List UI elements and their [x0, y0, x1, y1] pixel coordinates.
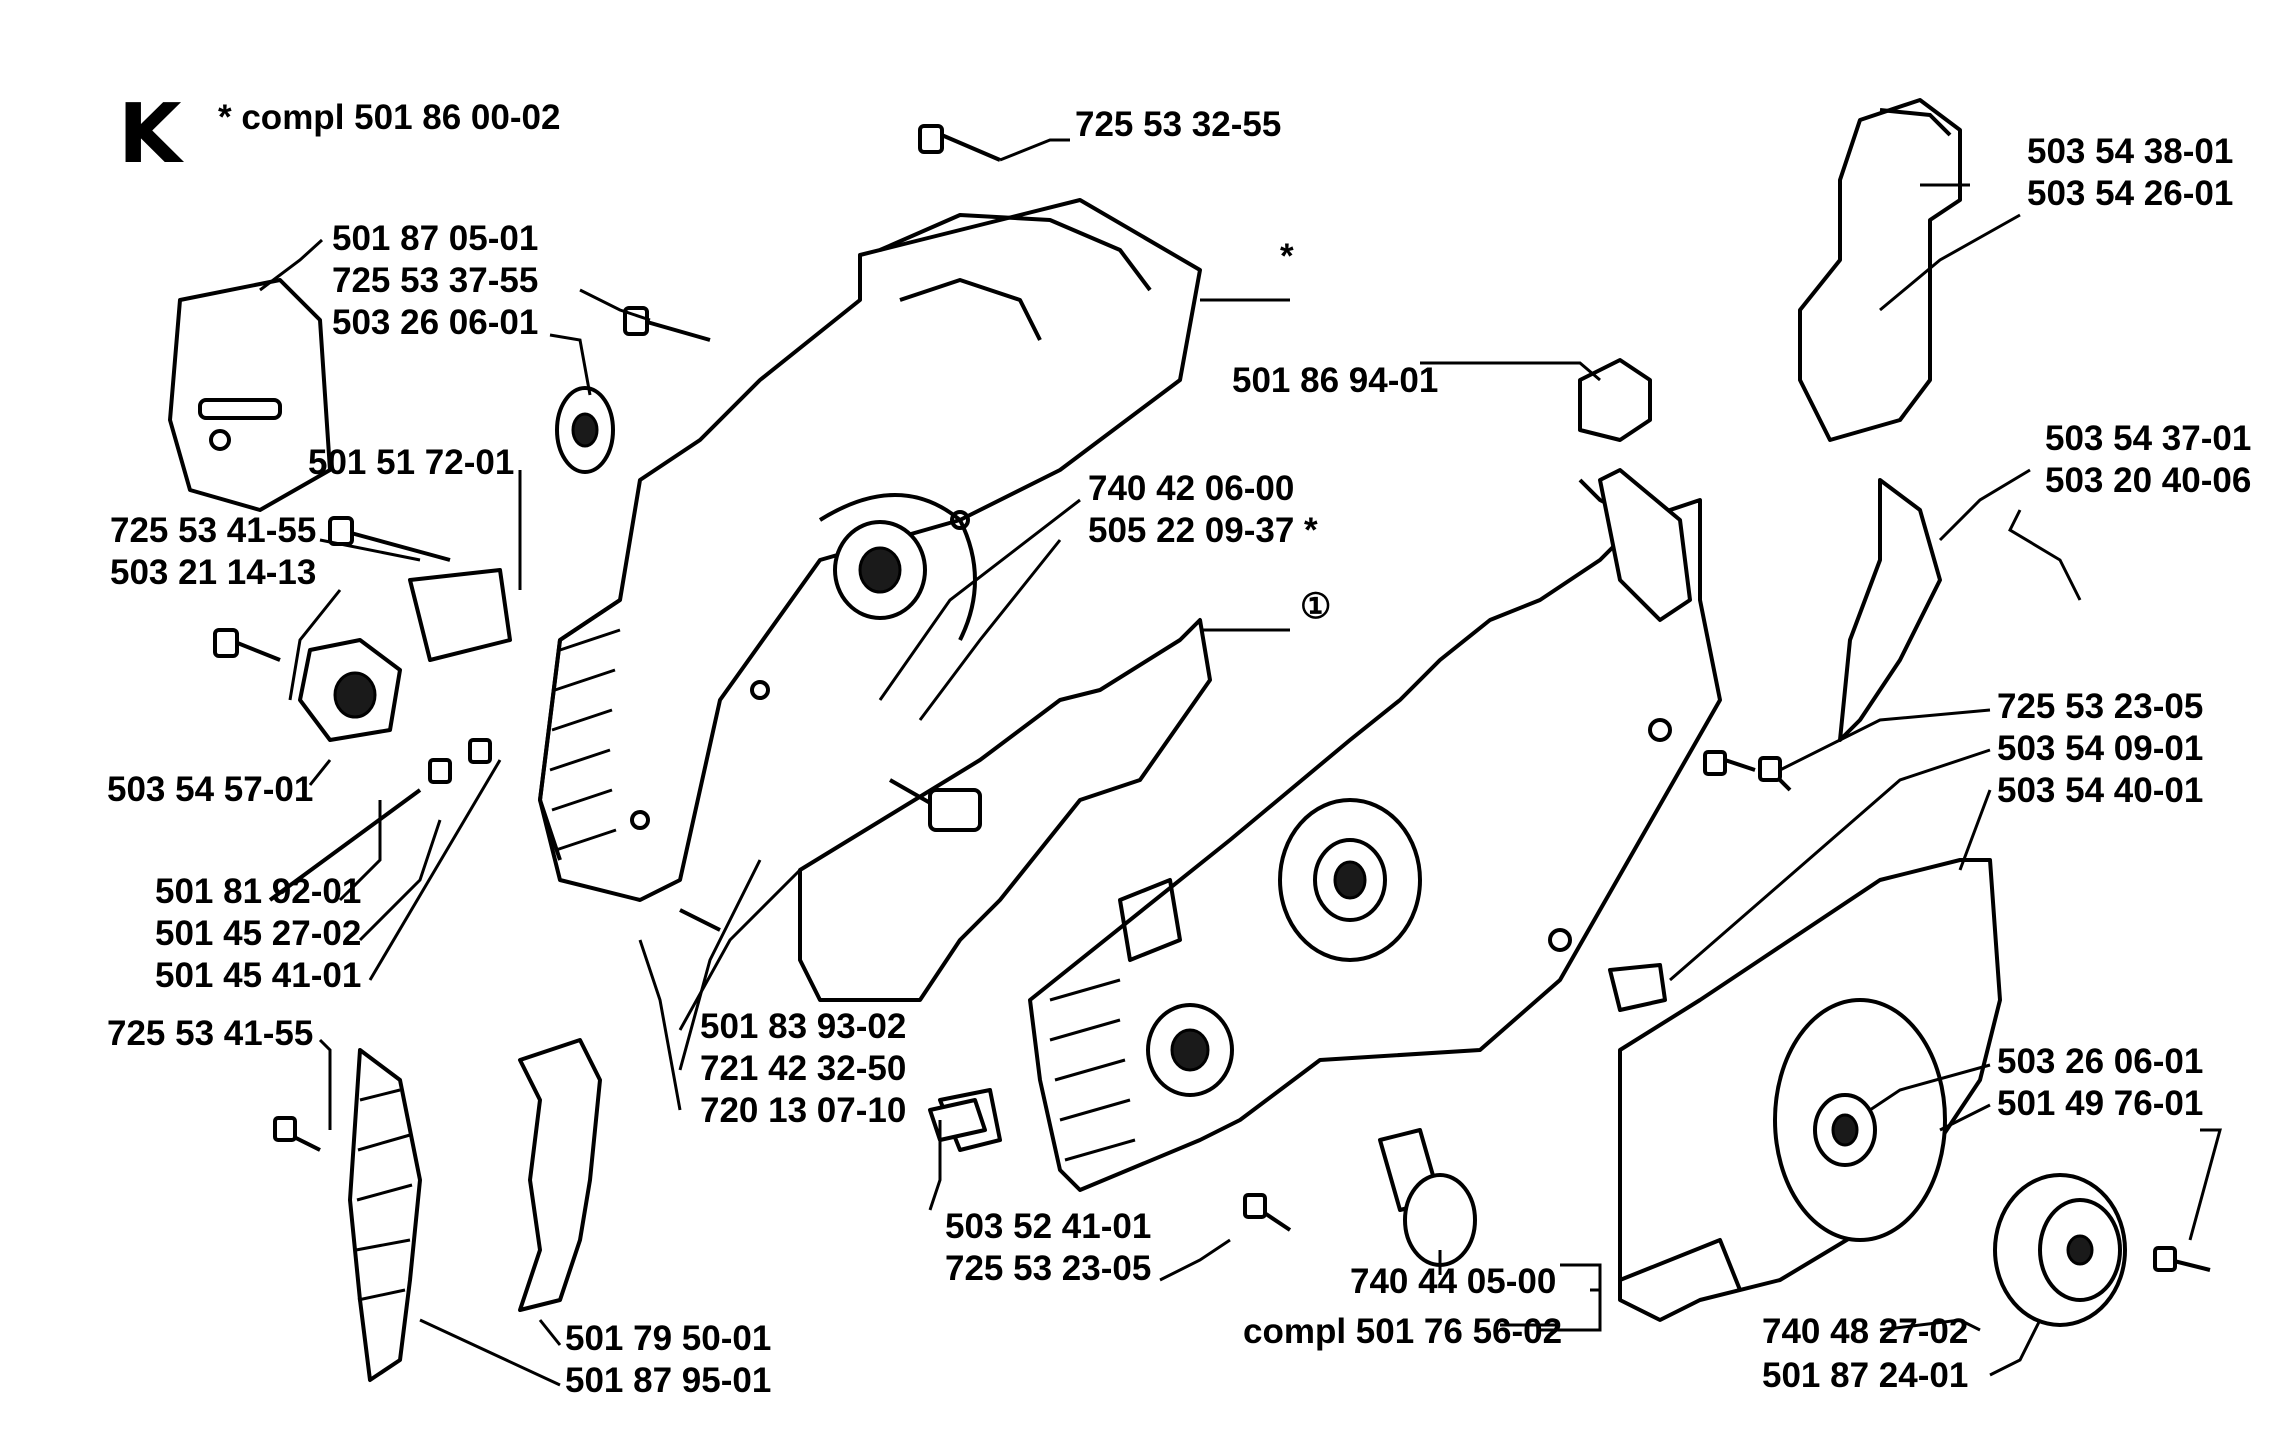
label-503-21-14-13: 503 21 14-13 [110, 553, 316, 592]
label-503-54-26-01: 503 54 26-01 [2027, 174, 2233, 213]
guard-plate [168, 278, 332, 512]
label-503-54-09-01: 503 54 09-01 [1997, 729, 2203, 768]
label-star-top: * [1280, 237, 1294, 276]
label-501-87-05-01: 501 87 05-01 [332, 219, 538, 258]
label-725-53-32-55: 725 53 32-55 [1075, 105, 1281, 144]
label-725-53-37-55: 725 53 37-55 [332, 261, 538, 300]
label-503-54-37-01: 503 54 37-01 [2045, 419, 2251, 458]
label-740-48-27-02: 740 48 27-02 [1762, 1312, 1968, 1351]
label-compl-501-76-56-02: compl 501 76 56-02 [1243, 1312, 1562, 1351]
label-501-45-41-01: 501 45 41-01 [155, 956, 361, 995]
label-721-42-32-50: 721 42 32-50 [700, 1049, 906, 1088]
label-501-83-93-02: 501 83 93-02 [700, 1007, 906, 1046]
chain-guard [518, 1038, 602, 1312]
label-720-13-07-10: 720 13 07-10 [700, 1091, 906, 1130]
header-note: * compl 501 86 00-02 [218, 98, 560, 137]
label-503-26-06-01-b: 503 26 06-01 [1997, 1042, 2203, 1081]
label-501-79-50-01: 501 79 50-01 [565, 1319, 771, 1358]
label-501-81-92-01: 501 81 92-01 [155, 872, 361, 911]
label-740-42-06-00: 740 42 06-00 [1088, 469, 1294, 508]
label-725-53-41-55-a: 725 53 41-55 [110, 511, 316, 550]
label-501-87-24-01: 501 87 24-01 [1762, 1356, 1968, 1395]
gasket [798, 618, 1212, 1002]
leader-lines [259, 138, 2222, 1387]
part-labels: 725 53 32-55 * 501 87 05-01 725 53 37-55… [107, 105, 2251, 1400]
air-guide [1798, 98, 1962, 442]
chain-catcher [298, 568, 512, 742]
crankcase-half-right [1028, 478, 1722, 1192]
label-503-54-40-01: 503 54 40-01 [1997, 771, 2203, 810]
curved-plate [1838, 478, 1942, 742]
label-503-20-40-06: 503 20 40-06 [2045, 461, 2251, 500]
label-725-53-23-05-a: 725 53 23-05 [1997, 687, 2203, 726]
label-501-87-95-01: 501 87 95-01 [565, 1361, 771, 1400]
label-501-45-27-02: 501 45 27-02 [155, 914, 361, 953]
label-505-22-09-37: 505 22 09-37 * [1088, 511, 1318, 550]
label-503-54-57-01: 503 54 57-01 [107, 770, 313, 809]
label-725-53-41-55-b: 725 53 41-55 [107, 1014, 313, 1053]
label-501-86-94-01: 501 86 94-01 [1232, 361, 1438, 400]
clutch-drum [1993, 1173, 2127, 1327]
label-501-51-72-01: 501 51 72-01 [308, 443, 514, 482]
label-503-52-41-01: 503 52 41-01 [945, 1207, 1151, 1246]
label-503-26-06-01-a: 503 26 06-01 [332, 303, 538, 342]
label-501-49-76-01: 501 49 76-01 [1997, 1084, 2203, 1123]
label-503-54-38-01: 503 54 38-01 [2027, 132, 2233, 171]
label-circled-1: ① [1300, 587, 1331, 626]
label-725-53-23-05-b: 725 53 23-05 [945, 1249, 1151, 1288]
left-shield [348, 1048, 422, 1382]
cylinder-part [1578, 358, 1692, 622]
crankcase-half-left [538, 198, 1202, 902]
cover-plate [1618, 858, 2002, 1322]
label-740-44-05-00: 740 44 05-00 [1350, 1262, 1556, 1301]
section-letter: K [118, 87, 185, 182]
